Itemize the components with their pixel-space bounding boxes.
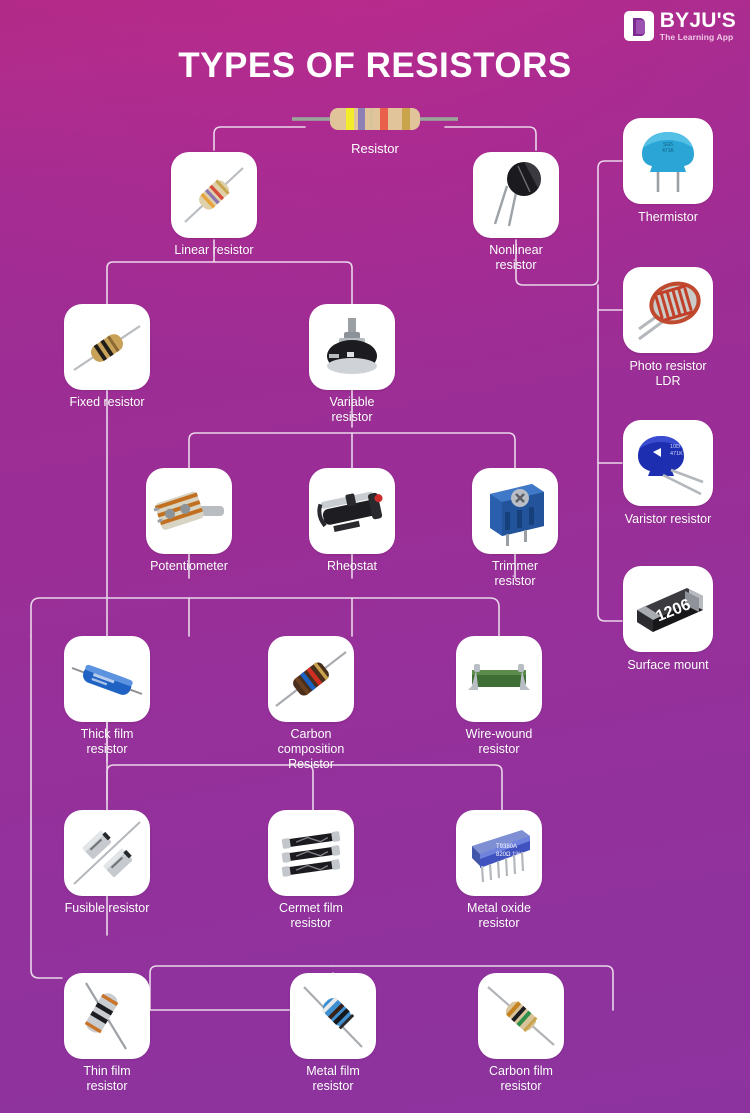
tubular-rheostat-icon	[309, 468, 395, 554]
green-wirewound-resistor-icon	[456, 636, 542, 722]
cermet-film-resistor-icon	[268, 810, 354, 896]
node-label: Varistor resistor	[624, 512, 712, 526]
node-potentiometer[interactable]: Potentiometer	[146, 468, 232, 574]
node-fusible-resistor[interactable]: Fusible resistor	[64, 810, 150, 916]
fusible-resistor-icon	[64, 810, 150, 896]
node-label: Potentiometer	[150, 559, 228, 573]
node-variable-resistor[interactable]: Variable resistor	[309, 304, 395, 425]
node-cermet-film-resistor[interactable]: Cermet film resistor	[268, 810, 354, 931]
blue-trimmer-pot-icon	[472, 468, 558, 554]
carbon-film-resistor-icon	[171, 152, 257, 238]
blue-thick-film-resistor-icon	[64, 636, 150, 722]
node-label: Cermet film resistor	[279, 901, 343, 930]
node-linear-resistor[interactable]: Linear resistor	[171, 152, 257, 258]
node-label: Thin film resistor	[83, 1064, 131, 1093]
root-label: Resistor	[351, 141, 399, 156]
root-node: Resistor	[0, 104, 750, 156]
node-rheostat[interactable]: Rheostat	[309, 468, 395, 574]
svg-text:471K: 471K	[662, 148, 674, 154]
node-thermistor[interactable]: SG5 471K Thermistor	[623, 118, 713, 225]
fixed-resistor-icon	[64, 304, 150, 390]
node-trimmer-resistor[interactable]: Trimmer resistor	[472, 468, 558, 589]
multi-gang-potentiometer-icon	[146, 468, 232, 554]
node-label: Wire-wound resistor	[465, 727, 533, 756]
node-label: Carbon film resistor	[489, 1064, 553, 1093]
node-label: Thermistor	[638, 210, 698, 224]
node-label: Fusible resistor	[64, 901, 150, 915]
node-varistor-resistor[interactable]: 10D 471K Varistor resistor	[623, 420, 713, 527]
node-carbon-composition-resistor[interactable]: Carbon composition Resistor	[268, 636, 354, 771]
node-label: Photo resistor LDR	[629, 359, 707, 388]
metal-oxide-resistor-network-icon: T9380A 820Ω 1%	[456, 810, 542, 896]
svg-text:T9380A: T9380A	[496, 844, 517, 850]
carbon-composition-resistor-icon	[268, 636, 354, 722]
node-label: Linear resistor	[174, 243, 254, 257]
ldr-photoresistor-icon	[623, 267, 713, 353]
node-label: Variable resistor	[329, 395, 375, 424]
carbon-film-resistor-icon-2	[478, 973, 564, 1059]
node-wire-wound-resistor[interactable]: Wire-wound resistor	[456, 636, 542, 757]
node-label: Trimmer resistor	[491, 559, 539, 588]
svg-text:471K: 471K	[670, 451, 683, 457]
brand-tagline: The Learning App	[659, 32, 734, 42]
page-title: TYPES OF RESISTORS	[178, 46, 572, 85]
node-thick-film-resistor[interactable]: Thick film resistor	[64, 636, 150, 757]
node-thin-film-resistor[interactable]: Thin film resistor	[64, 973, 150, 1094]
blue-thermistor-icon: SG5 471K	[623, 118, 713, 204]
thermistor-disc-icon	[473, 152, 559, 238]
node-photo-resistor-ldr[interactable]: Photo resistor LDR	[623, 267, 713, 389]
node-label: Carbon composition Resistor	[277, 727, 345, 771]
thin-film-resistor-icon	[64, 973, 150, 1059]
node-label: Metal oxide resistor	[467, 901, 531, 930]
svg-text:SG5: SG5	[663, 142, 673, 148]
node-fixed-resistor[interactable]: Fixed resistor	[64, 304, 150, 410]
node-label: Nonlinear resistor	[489, 243, 543, 272]
byjus-book-icon	[623, 10, 654, 41]
node-metal-film-resistor[interactable]: Metal film resistor	[290, 973, 376, 1094]
node-metal-oxide-resistor[interactable]: T9380A 820Ω 1% Metal oxide resistor	[456, 810, 542, 931]
node-label: Surface mount	[627, 658, 709, 672]
byjus-logo: BYJU'S The Learning App	[623, 9, 736, 42]
node-label: Metal film resistor	[306, 1064, 360, 1093]
node-surface-mount[interactable]: 1206 Surface mount	[623, 566, 713, 673]
metal-film-resistor-icon	[290, 973, 376, 1059]
brand-name: BYJU'S	[659, 9, 736, 32]
rotary-potentiometer-icon	[309, 304, 395, 390]
axial-resistor-icon	[292, 104, 458, 139]
node-label: Fixed resistor	[69, 395, 145, 409]
svg-text:820Ω 1%: 820Ω 1%	[496, 852, 522, 858]
smd-chip-resistor-icon: 1206	[623, 566, 713, 652]
node-carbon-film-resistor[interactable]: Carbon film resistor	[478, 973, 564, 1094]
node-nonlinear-resistor[interactable]: Nonlinear resistor	[473, 152, 559, 273]
node-label: Rheostat	[326, 559, 378, 573]
blue-varistor-disc-icon: 10D 471K	[623, 420, 713, 506]
node-label: Thick film resistor	[80, 727, 134, 756]
svg-text:10D: 10D	[670, 444, 680, 450]
